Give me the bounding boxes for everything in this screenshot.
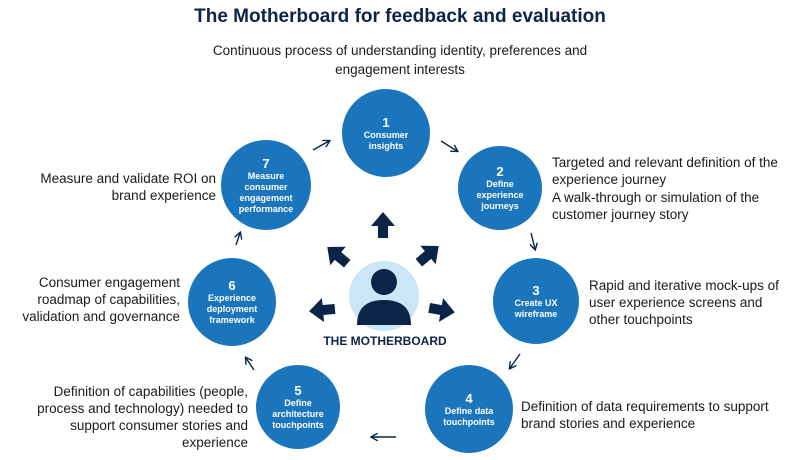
cycle-arrow-5-6	[246, 358, 255, 371]
radial-arrow-right	[428, 298, 455, 322]
step-number: 4	[465, 390, 473, 406]
step-node-1: 1 Consumer insights	[342, 89, 430, 177]
cycle-arrow-6-7	[236, 233, 240, 246]
note-step-2: Targeted and relevant definition of the …	[552, 155, 778, 187]
person-icon	[349, 261, 419, 331]
note-step-5: Definition of capabilities (people, proc…	[37, 384, 248, 450]
radial-arrow-up	[371, 212, 395, 238]
cycle-arrow-3-4	[510, 353, 521, 368]
note-step-7: Measure and validate ROI on brand experi…	[40, 171, 216, 203]
step-label: Create UX wireframe	[514, 297, 558, 319]
step-number: 2	[496, 164, 504, 179]
cycle-arrow-1-2	[440, 140, 457, 151]
step-label: Define data touchpoints	[443, 405, 495, 427]
step-node-2: 2 Define experience journeys	[458, 146, 542, 230]
step-label: Define architecture touchpoints	[272, 398, 324, 430]
step-label: Define experience journeys	[476, 179, 524, 211]
cycle-arrow-7-1	[312, 141, 329, 151]
note-step-6: Consumer engagement roadmap of capabilit…	[22, 275, 180, 324]
note-step-4: Definition of data requirements to suppo…	[521, 399, 769, 431]
radial-arrow-up-left	[327, 246, 351, 268]
note-step-2b: A walk-through or simulation of the cust…	[552, 190, 760, 222]
step-label: Measure consumer engagement performance	[238, 170, 294, 214]
radial-arrow-up-right	[415, 245, 439, 267]
diagram-subtitle: Continuous process of understanding iden…	[212, 43, 588, 77]
step-node-4: 4 Define data touchpoints	[425, 365, 513, 453]
diagram-title: The Motherboard for feedback and evaluat…	[194, 6, 606, 27]
step-label: Experience deployment framework	[206, 293, 258, 325]
radial-arrows	[309, 212, 455, 322]
step-node-7: 7 Measure consumer engagement performanc…	[221, 140, 311, 230]
step-node-3: 3 Create UX wireframe	[493, 258, 579, 344]
step-number: 3	[532, 282, 540, 298]
step-node-6: 6 Experience deployment framework	[188, 258, 276, 346]
step-label: Consumer insights	[363, 129, 409, 151]
radial-arrow-left	[309, 298, 336, 322]
step-number: 7	[262, 155, 270, 171]
step-number: 1	[382, 114, 390, 130]
note-step-3: Rapid and iterative mock-ups of user exp…	[589, 278, 779, 327]
step-node-5: 5 Define architecture touchpoints	[256, 365, 340, 449]
step-number: 6	[228, 278, 236, 293]
cycle-arrow-2-3	[531, 232, 535, 249]
motherboard-label: THE MOTHERBOARD	[323, 334, 447, 348]
step-number: 5	[294, 383, 302, 398]
